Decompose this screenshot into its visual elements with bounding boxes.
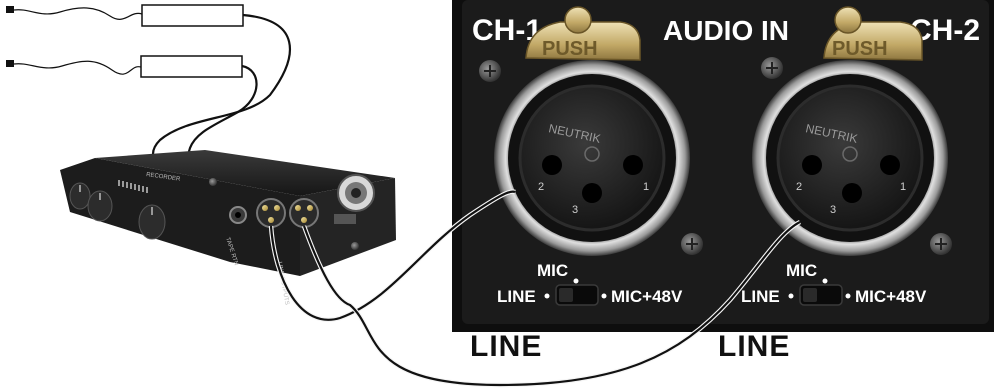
- panel-screw: [479, 60, 501, 82]
- line-cable-ch1: [269, 190, 516, 321]
- mic-2-body: [140, 55, 243, 78]
- audio-input-panel: CH-1 AUDIO IN CH-2 NEUTRIK: [452, 0, 994, 332]
- ch1-switch-mic-label: MIC: [537, 261, 568, 280]
- ch1-pin-3: [582, 183, 602, 203]
- ch1-switch-knob[interactable]: [559, 288, 573, 302]
- ch2-pin-2: [802, 155, 822, 175]
- line-caption-ch1: LINE: [470, 330, 543, 363]
- xlr-input-ch1[interactable]: NEUTRIK 2 1 3: [494, 60, 690, 256]
- ch1-push-label: PUSH: [542, 38, 598, 60]
- mic-1-head: [6, 6, 14, 13]
- ch1-switch-mic48-label: MIC+48V: [611, 287, 683, 306]
- mic-1-cord: [13, 7, 143, 20]
- ch2-switch-mic48-label: MIC+48V: [855, 287, 927, 306]
- push-latch-ch2[interactable]: PUSH: [823, 6, 923, 61]
- svg-text:1: 1: [643, 181, 649, 193]
- panel-screw: [681, 233, 703, 255]
- svg-text:2: 2: [538, 181, 544, 193]
- panel-screw: [761, 57, 783, 79]
- mixer-knob-1: [69, 182, 91, 210]
- ch1-pin-2: [542, 155, 562, 175]
- input-switch-ch2[interactable]: MIC LINE MIC+48V: [741, 261, 927, 306]
- ch2-pin-3: [842, 183, 862, 203]
- mixer-knob-3: [138, 204, 166, 240]
- line-output-connector-2[interactable]: [289, 198, 319, 228]
- line-output-connector-1[interactable]: [256, 198, 286, 228]
- mic-1-body: [141, 4, 244, 27]
- ch1-switch-line-label: LINE: [497, 287, 536, 306]
- mic-2-cord: [13, 60, 142, 75]
- mixer-knob-2: [87, 190, 113, 222]
- line-cable-ch2: [302, 221, 801, 387]
- mic-1-cable: [151, 13, 292, 164]
- mixer-screw: [209, 178, 217, 186]
- svg-text:3: 3: [572, 204, 578, 216]
- ch2-pin-1: [880, 155, 900, 175]
- mic-2-head: [6, 60, 14, 67]
- panel-screw: [930, 233, 952, 255]
- audio-in-label: AUDIO IN: [663, 15, 789, 46]
- input-switch-ch1[interactable]: MIC LINE MIC+48V: [497, 261, 683, 306]
- mixer-top-connector: [337, 174, 375, 212]
- svg-text:2: 2: [796, 181, 802, 193]
- mixer-top: [95, 150, 395, 196]
- mixer-screw: [351, 242, 359, 250]
- xlr-input-ch2[interactable]: NEUTRIK 2 1 3: [752, 60, 948, 256]
- push-latch-ch1[interactable]: PUSH: [525, 6, 641, 61]
- line-caption-ch2: LINE: [718, 330, 791, 363]
- mixer-recorder-label: RECORDER: [146, 172, 181, 183]
- mixer-body: [60, 158, 300, 276]
- ch1-pin-1: [623, 155, 643, 175]
- ch2-switch-knob[interactable]: [803, 288, 817, 302]
- microphone-2: [6, 55, 243, 78]
- ch2-switch-mic-label: MIC: [786, 261, 817, 280]
- mixer-meter-leds: [118, 180, 148, 193]
- svg-text:1: 1: [900, 181, 906, 193]
- field-mixer: RECORDER TAPE RTN LINE OUTPUTS: [60, 150, 396, 305]
- svg-text:3: 3: [830, 204, 836, 216]
- ch2-switch-line-label: LINE: [741, 287, 780, 306]
- ch2-push-label: PUSH: [832, 38, 888, 60]
- microphone-1: [6, 4, 244, 27]
